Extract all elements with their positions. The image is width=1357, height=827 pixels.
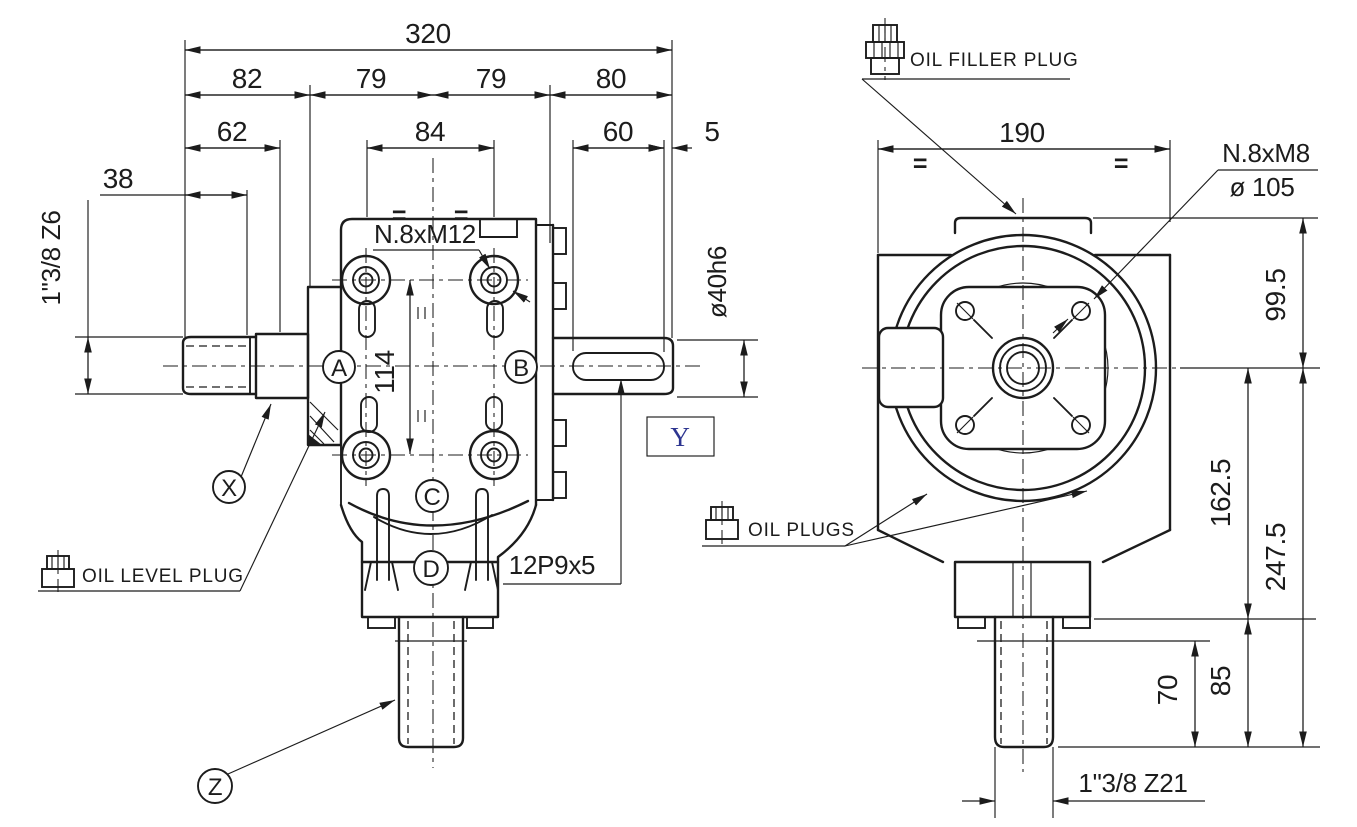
side-housing-outline	[876, 216, 1172, 629]
dim-80: 80	[596, 63, 627, 94]
dim-85: 85	[1205, 666, 1236, 697]
label-oil-level-plug: OIL LEVEL PLUG	[82, 566, 244, 587]
equal-mark: =	[454, 202, 468, 230]
side-centerlines	[862, 198, 1180, 772]
dim-70: 70	[1152, 675, 1183, 706]
oil-filler-plug-icon	[865, 18, 905, 80]
front-centerlines	[163, 158, 700, 768]
front-dimensions: 320 82 79 79 80 62 84 60 5	[36, 18, 758, 454]
front-view: 320 82 79 79 80 62 84 60 5	[36, 18, 758, 804]
side-labels: OIL FILLER PLUG N.8xM8 ø 105 OIL PLUGS	[702, 18, 1318, 547]
dim-output-spline: 1"3/8 Z21	[1078, 768, 1187, 798]
dim-output-dia: ø40h6	[702, 246, 732, 318]
label-key-size: 12P9x5	[509, 550, 595, 580]
front-labels: N.8xM12 12P9x5 OIL LEVEL PLUG	[38, 219, 625, 592]
dim-38: 38	[103, 163, 134, 194]
balloon-y-box	[646, 416, 715, 457]
equal-mark: =	[913, 150, 927, 178]
dim-5: 5	[704, 116, 719, 147]
side-bottom-shaft	[993, 615, 1055, 749]
dim-input-spline: 1"3/8 Z6	[36, 211, 66, 306]
oil-plugs-icon	[705, 501, 739, 544]
dim-79-right: 79	[476, 63, 507, 94]
label-flange-bolts: N.8xM8	[1222, 138, 1310, 168]
balloon-x: X	[221, 475, 237, 502]
balloon-y: Y	[670, 422, 689, 452]
dim-247-5: 247.5	[1260, 523, 1291, 592]
dim-99-5: 99.5	[1260, 268, 1291, 321]
balloon-z: Z	[208, 774, 222, 801]
dim-320: 320	[405, 18, 451, 49]
equal-mark: =	[392, 202, 406, 230]
label-cover-bolts: N.8xM12	[374, 219, 476, 249]
dim-84: 84	[415, 116, 446, 147]
balloon-d: D	[422, 556, 439, 583]
label-oil-filler-plug: OIL FILLER PLUG	[910, 50, 1079, 71]
side-flange-bolts	[955, 301, 1091, 435]
balloon-a: A	[331, 355, 347, 382]
balloon-b: B	[513, 355, 529, 382]
oil-level-plug-icon	[41, 550, 75, 592]
equal-mark-vertical	[417, 307, 426, 422]
side-dimensions: 190 = = 99.5 162.5 247.5 85 70	[877, 117, 1320, 818]
side-view: 190 = = 99.5 162.5 247.5 85 70	[702, 18, 1320, 818]
dim-114: 114	[369, 350, 400, 394]
label-bolt-circle: ø 105	[1230, 172, 1295, 202]
front-balloons: A B C D X Z Y	[197, 350, 715, 804]
dim-79-left: 79	[356, 63, 387, 94]
dim-60: 60	[603, 116, 634, 147]
front-bottom-shaft	[364, 488, 499, 749]
dim-62: 62	[217, 116, 248, 147]
balloon-c: C	[423, 484, 440, 511]
label-oil-plugs: OIL PLUGS	[748, 520, 855, 541]
front-cover-bolts	[340, 254, 520, 481]
equal-mark: =	[1114, 150, 1128, 178]
dim-190: 190	[999, 117, 1045, 148]
front-input-shaft	[181, 332, 310, 400]
dim-82: 82	[232, 63, 263, 94]
dim-162-5: 162.5	[1205, 459, 1236, 528]
